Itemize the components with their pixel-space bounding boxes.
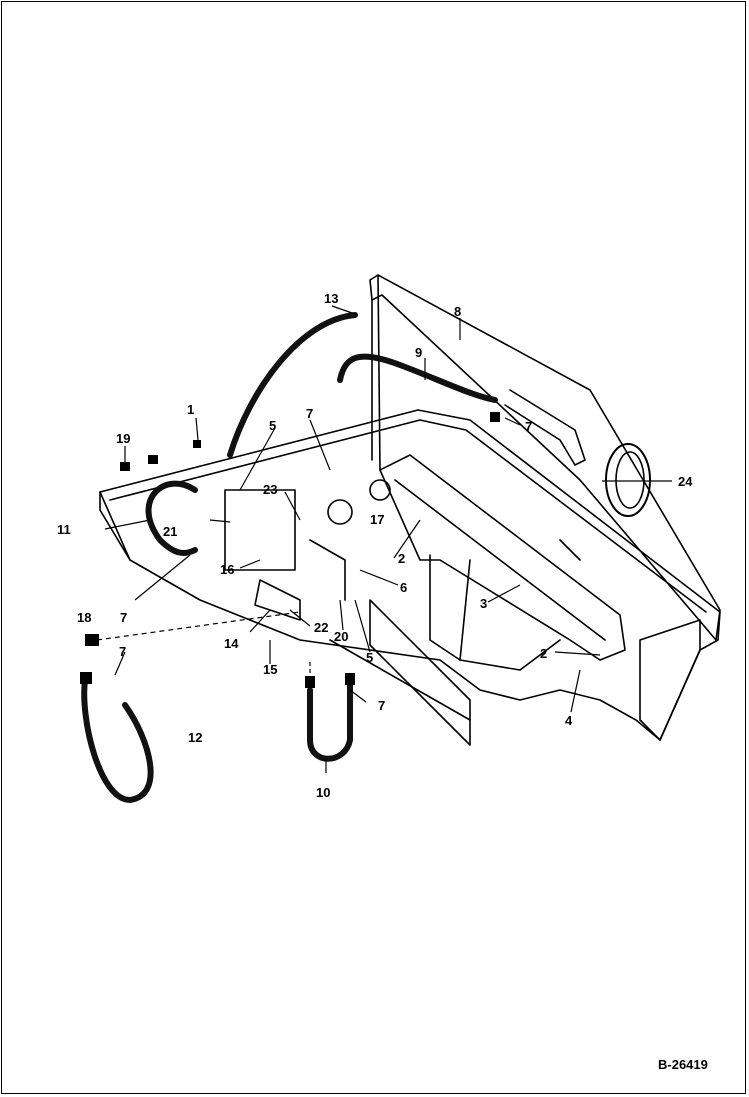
figure-code: B-26419	[658, 1057, 708, 1072]
callout-7a: 7	[306, 406, 313, 421]
callout-5a: 5	[269, 418, 276, 433]
callout-15: 15	[263, 662, 277, 677]
callout-11: 11	[57, 522, 71, 537]
callout-2a: 2	[398, 551, 405, 566]
hose-10	[307, 682, 353, 762]
frame-tray	[99, 409, 721, 741]
hose-9	[337, 353, 498, 403]
callout-21: 21	[163, 524, 177, 539]
callout-labels: 1 2 2 3 4 5 5 6 7 7 7 7 7 8 9 10 11 12 1…	[57, 291, 693, 800]
clamp-ring	[605, 443, 651, 517]
callout-18: 18	[77, 610, 91, 625]
callout-7d: 7	[119, 644, 126, 659]
callout-5b: 5	[366, 650, 373, 665]
callout-19: 19	[116, 431, 130, 446]
cooler-body	[379, 454, 626, 661]
callout-7b: 7	[525, 419, 532, 434]
callout-2b: 2	[540, 646, 547, 661]
callout-10: 10	[316, 785, 330, 800]
callout-3: 3	[480, 596, 487, 611]
upright-panel	[369, 274, 721, 641]
callout-9: 9	[415, 345, 422, 360]
callout-17: 17	[370, 512, 384, 527]
callout-7c: 7	[120, 610, 127, 625]
callout-23: 23	[263, 482, 277, 497]
callout-1: 1	[187, 402, 194, 417]
callout-8: 8	[454, 304, 461, 319]
hose-13	[227, 312, 358, 458]
callout-7e: 7	[378, 698, 385, 713]
callout-13: 13	[324, 291, 338, 306]
callout-24: 24	[678, 474, 693, 489]
callout-4: 4	[565, 713, 573, 728]
hose-11	[145, 480, 198, 556]
callout-12: 12	[188, 730, 202, 745]
hose-12	[81, 677, 154, 804]
callout-14: 14	[224, 636, 239, 651]
callout-20: 20	[334, 629, 348, 644]
callout-6: 6	[400, 580, 407, 595]
lower-skid	[369, 599, 471, 746]
callout-22: 22	[314, 620, 328, 635]
callout-16: 16	[220, 562, 234, 577]
